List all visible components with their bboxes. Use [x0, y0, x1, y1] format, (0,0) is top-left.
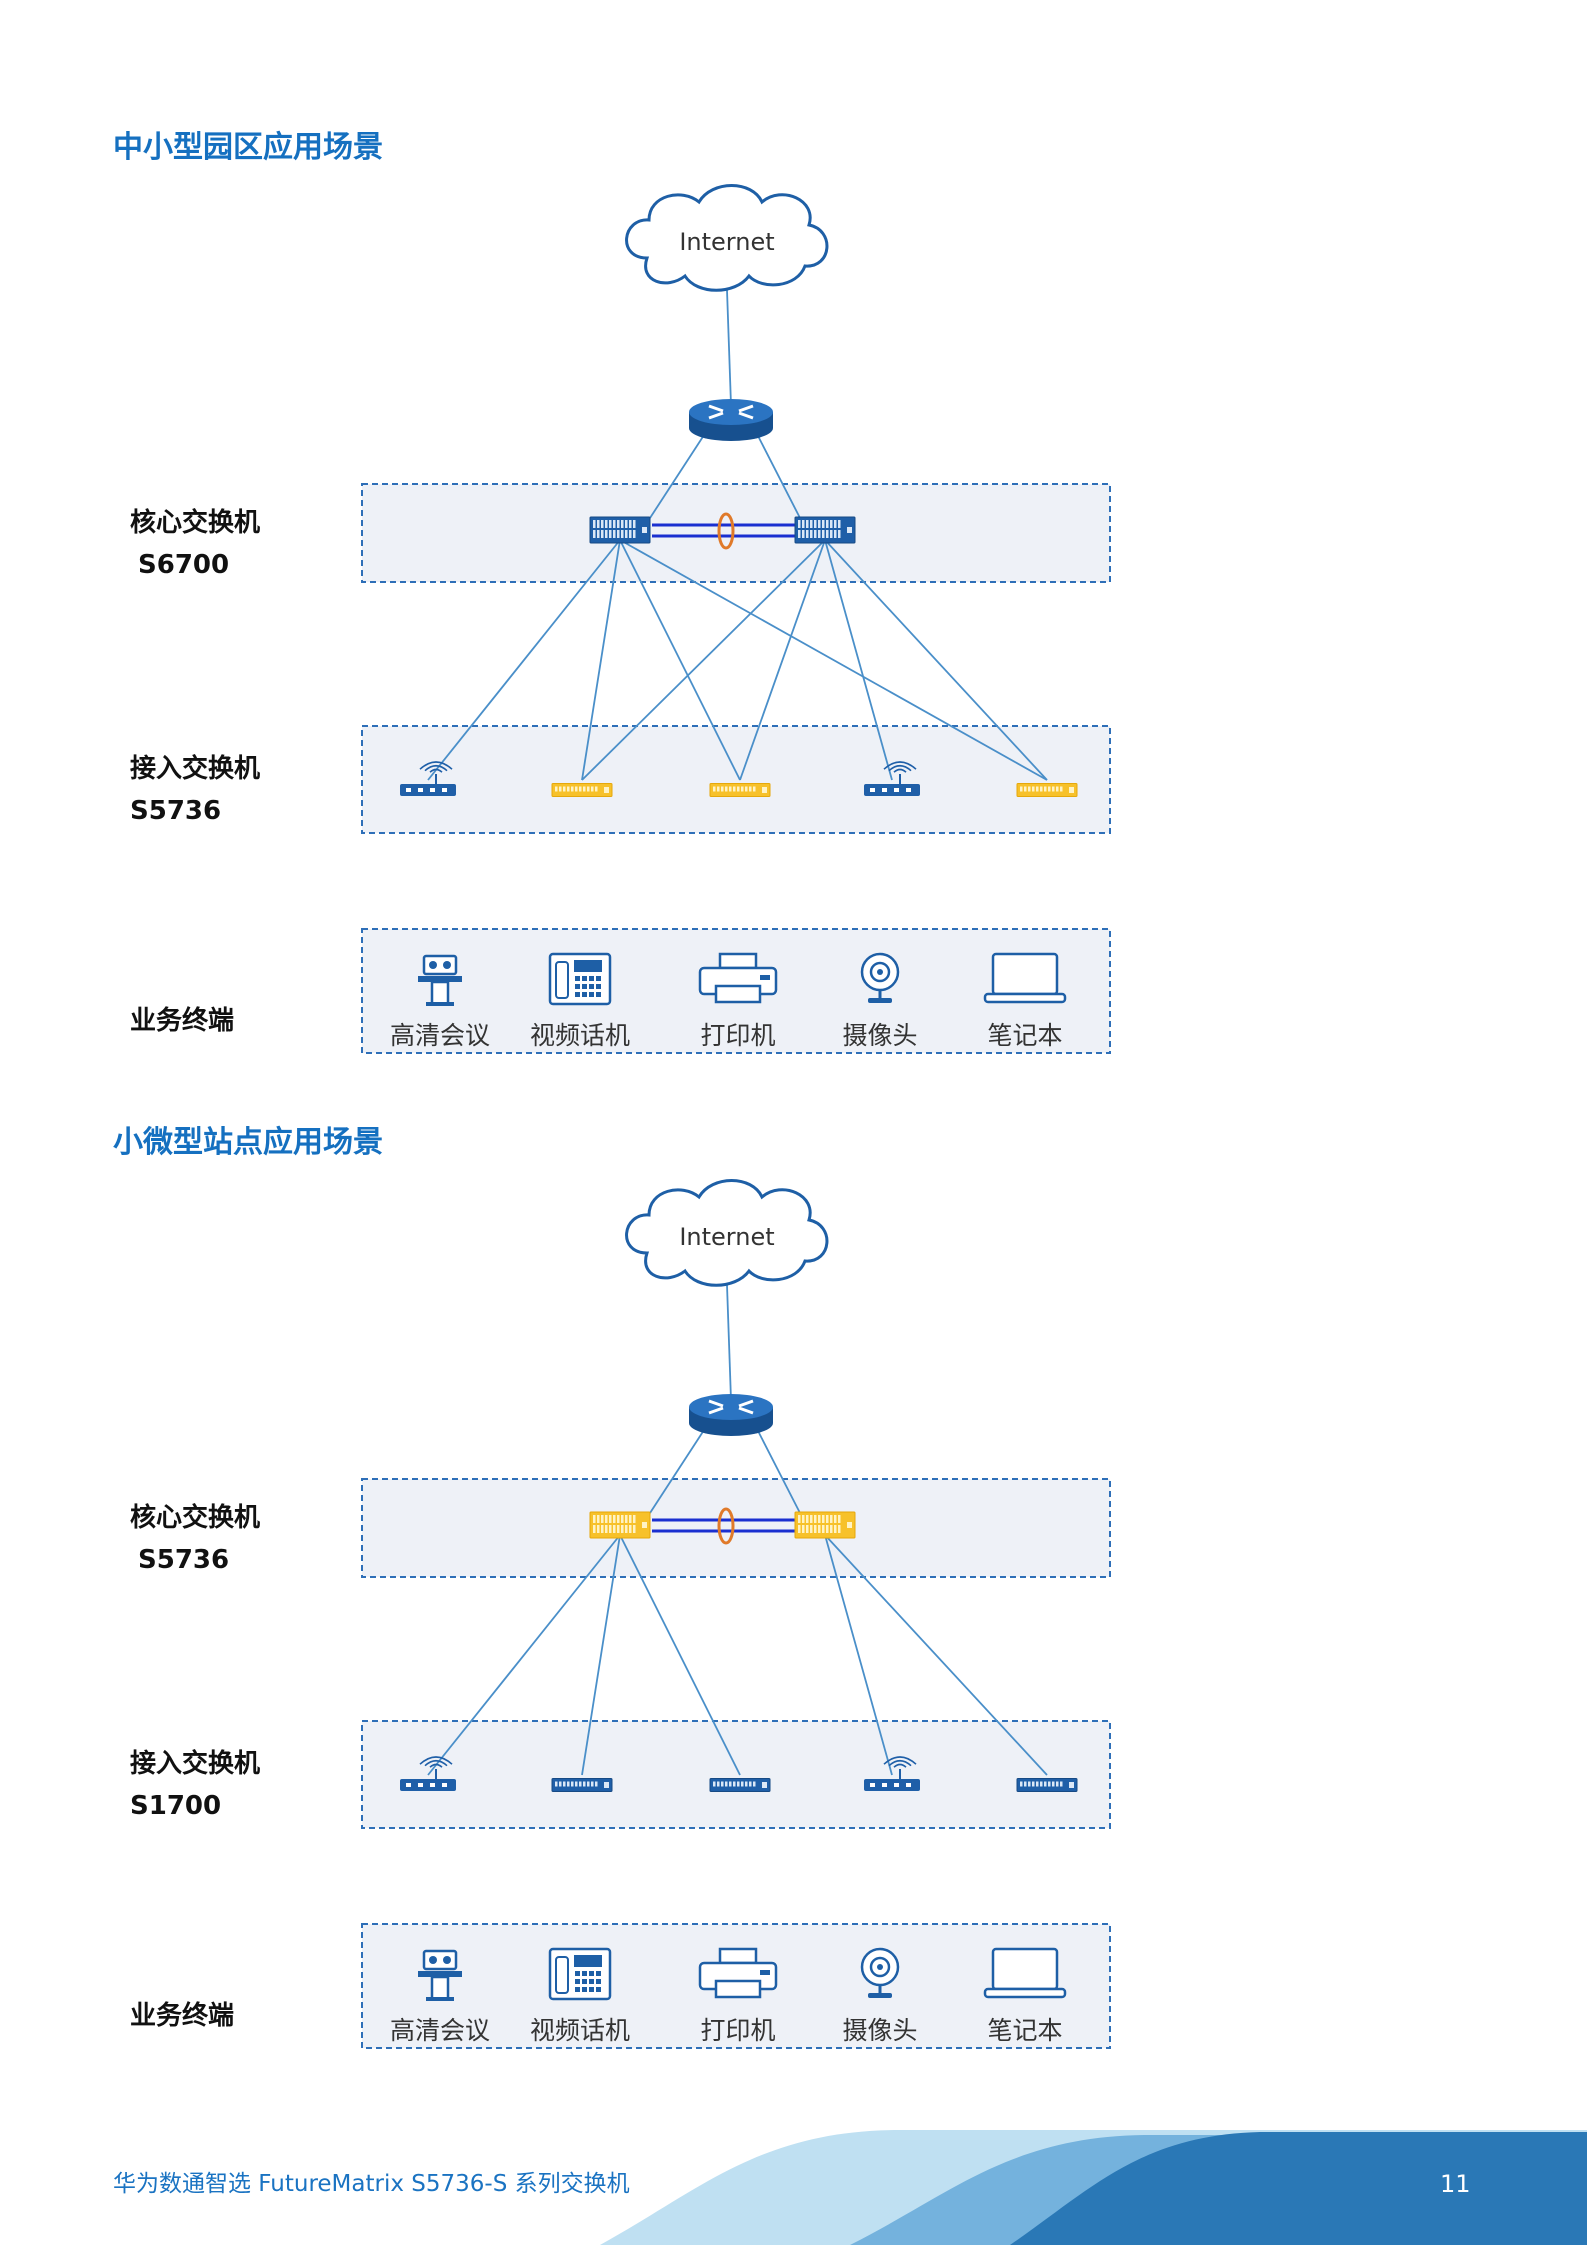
video-phone-icon	[548, 1947, 612, 2001]
campus-network-diagram: Internet 高清会议 视频话机 打印机 摄像头 笔记本 核心交换机 S6700 接入交换机…	[0, 0, 1587, 1054]
access-switch-label: 接入交换机	[130, 1749, 261, 1779]
link-line	[726, 1284, 732, 1401]
core-zone	[361, 483, 1111, 583]
access-switch-icon	[551, 1778, 613, 1792]
core-switch-right-icon	[794, 1511, 856, 1539]
access-switch-icon	[551, 783, 613, 797]
page-number: 11	[1440, 2170, 1471, 2198]
terminal-label-row: 业务终端	[130, 1006, 235, 1036]
access-ap-icon	[400, 1756, 456, 1791]
link-line	[824, 539, 1048, 781]
link-line	[755, 1426, 801, 1514]
router-icon	[689, 1394, 773, 1436]
link-line	[649, 1426, 707, 1514]
core-switch-left-icon	[589, 1511, 651, 1539]
link-line	[581, 539, 826, 781]
terminal-label: 笔记本	[987, 2016, 1062, 2045]
footer-product-name: 华为数通智选 FutureMatrix S5736-S 系列交换机	[113, 2171, 630, 2197]
link-line	[824, 1534, 893, 1776]
cloud-label: Internet	[679, 1223, 774, 1251]
terminal-label: 视频话机	[530, 2016, 630, 2045]
link-line	[824, 539, 893, 781]
access-switch-icon	[709, 1778, 771, 1792]
printer-icon	[698, 952, 778, 1004]
section-title-campus: 中小型园区应用场景	[113, 130, 383, 165]
link-line	[427, 539, 621, 781]
terminal-label: 打印机	[700, 2016, 775, 2045]
terminal-label: 摄像头	[842, 2016, 917, 2045]
internet-cloud-icon	[625, 1179, 829, 1287]
link-line	[726, 289, 732, 406]
camera-icon	[860, 952, 900, 1003]
core-switch-label: 核心交换机	[130, 1503, 261, 1533]
section-title-site: 小微型站点应用场景	[113, 1125, 383, 1160]
core-switch-label: 核心交换机	[130, 508, 261, 538]
conference-icon	[418, 1949, 462, 2001]
link-line	[739, 539, 826, 781]
footer-wave	[600, 2130, 1587, 2245]
link-line	[619, 1534, 741, 1776]
core-switch-model: S6700	[138, 550, 230, 580]
access-switch-icon	[1016, 1778, 1078, 1792]
access-switch-label: 接入交换机	[130, 754, 261, 784]
link-line	[824, 1534, 1048, 1776]
access-switch-model: S5736	[130, 796, 222, 826]
access-switch-icon	[1016, 783, 1078, 797]
access-ap-icon	[400, 761, 456, 796]
link-line	[427, 1534, 621, 1776]
terminal-label: 高清会议	[390, 2016, 490, 2045]
stack-ring	[717, 512, 735, 550]
core-switch-left-icon	[589, 516, 651, 544]
access-ap-icon	[864, 1756, 920, 1791]
access-zone	[361, 1720, 1111, 1829]
laptop-icon	[983, 952, 1067, 1004]
link-line	[619, 539, 1048, 781]
access-switch-model: S1700	[130, 1791, 222, 1821]
camera-icon	[860, 1947, 900, 1998]
stack-ring	[717, 1507, 735, 1545]
cloud-label: Internet	[679, 228, 774, 256]
printer-icon	[698, 1947, 778, 1999]
terminal-label: 高清会议	[390, 1021, 490, 1050]
conference-icon	[418, 954, 462, 1006]
access-ap-icon	[864, 761, 920, 796]
internet-cloud-icon	[625, 184, 829, 292]
terminal-label-row: 业务终端	[130, 2001, 235, 2031]
core-switch-right-icon	[794, 516, 856, 544]
terminal-label: 摄像头	[842, 1021, 917, 1050]
terminal-label: 笔记本	[987, 1021, 1062, 1050]
core-zone	[361, 1478, 1111, 1578]
link-line	[581, 539, 621, 781]
access-switch-icon	[709, 783, 771, 797]
link-line	[755, 431, 801, 519]
link-line	[649, 431, 707, 519]
link-line	[581, 1534, 621, 1776]
router-icon	[689, 399, 773, 441]
terminal-label: 视频话机	[530, 1021, 630, 1050]
video-phone-icon	[548, 952, 612, 1006]
link-line	[619, 539, 741, 781]
terminal-label: 打印机	[700, 1021, 775, 1050]
access-zone	[361, 725, 1111, 834]
core-switch-model: S5736	[138, 1545, 230, 1575]
laptop-icon	[983, 1947, 1067, 1999]
